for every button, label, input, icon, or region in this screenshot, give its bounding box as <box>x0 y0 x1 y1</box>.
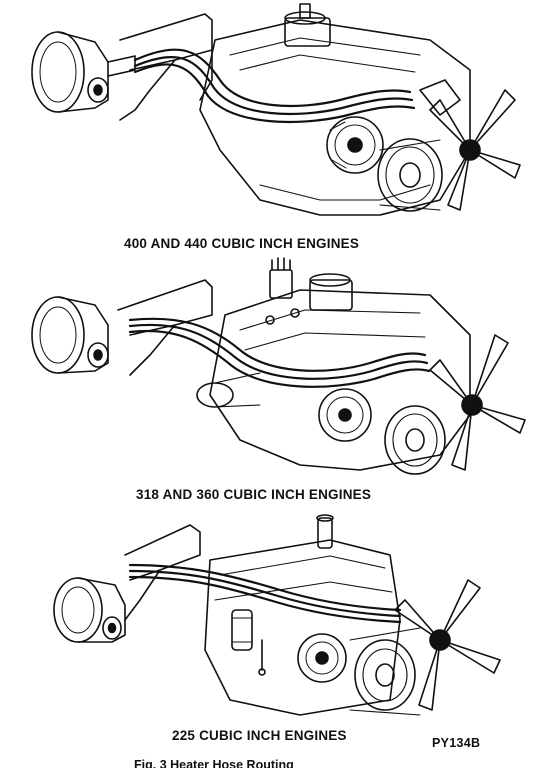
heater-housing <box>31 296 109 374</box>
heater-hoses <box>128 563 402 624</box>
alternator <box>297 633 347 683</box>
caption-400-440-engines: 400 AND 440 CUBIC INCH ENGINES <box>124 236 360 251</box>
caption-225-engines: 225 CUBIC INCH ENGINES <box>172 728 347 743</box>
water-pump-pulleys <box>349 627 421 716</box>
firewall-bracket <box>117 279 213 376</box>
figure-title-text: Fig. 3 Heater Hose Routing <box>134 758 294 768</box>
figure-code: PY134B <box>432 736 481 750</box>
engine-block <box>209 257 471 471</box>
heater-housing <box>31 31 136 113</box>
alternator <box>318 388 372 442</box>
engine-illustration-225 <box>53 514 501 716</box>
figure-title: Fig. 3 Heater Hose Routing <box>134 758 294 768</box>
heater-hoses <box>133 48 416 124</box>
alternator <box>326 116 384 174</box>
caption-318-360-engines: 318 AND 360 CUBIC INCH ENGINES <box>136 487 372 502</box>
engine-block <box>204 514 401 716</box>
water-pump-pulleys <box>384 405 446 475</box>
heater-hoses <box>128 317 431 388</box>
diagram-panel-318-360: 318 AND 360 CUBIC INCH ENGINES <box>0 255 536 505</box>
cooling-fan <box>394 579 501 711</box>
starter-motor <box>196 372 261 408</box>
engine-illustration-318-360 <box>31 257 526 475</box>
water-pump-pulleys <box>377 138 443 212</box>
engine-illustration-400-440 <box>31 3 521 216</box>
cooling-fan <box>429 89 521 211</box>
heater-housing <box>53 577 126 643</box>
cooling-fan <box>429 334 526 471</box>
diagram-panel-400-440: 400 AND 440 CUBIC INCH ENGINES <box>0 0 536 251</box>
diagram-panel-225: 225 CUBIC INCH ENGINES PY134B <box>0 510 536 768</box>
